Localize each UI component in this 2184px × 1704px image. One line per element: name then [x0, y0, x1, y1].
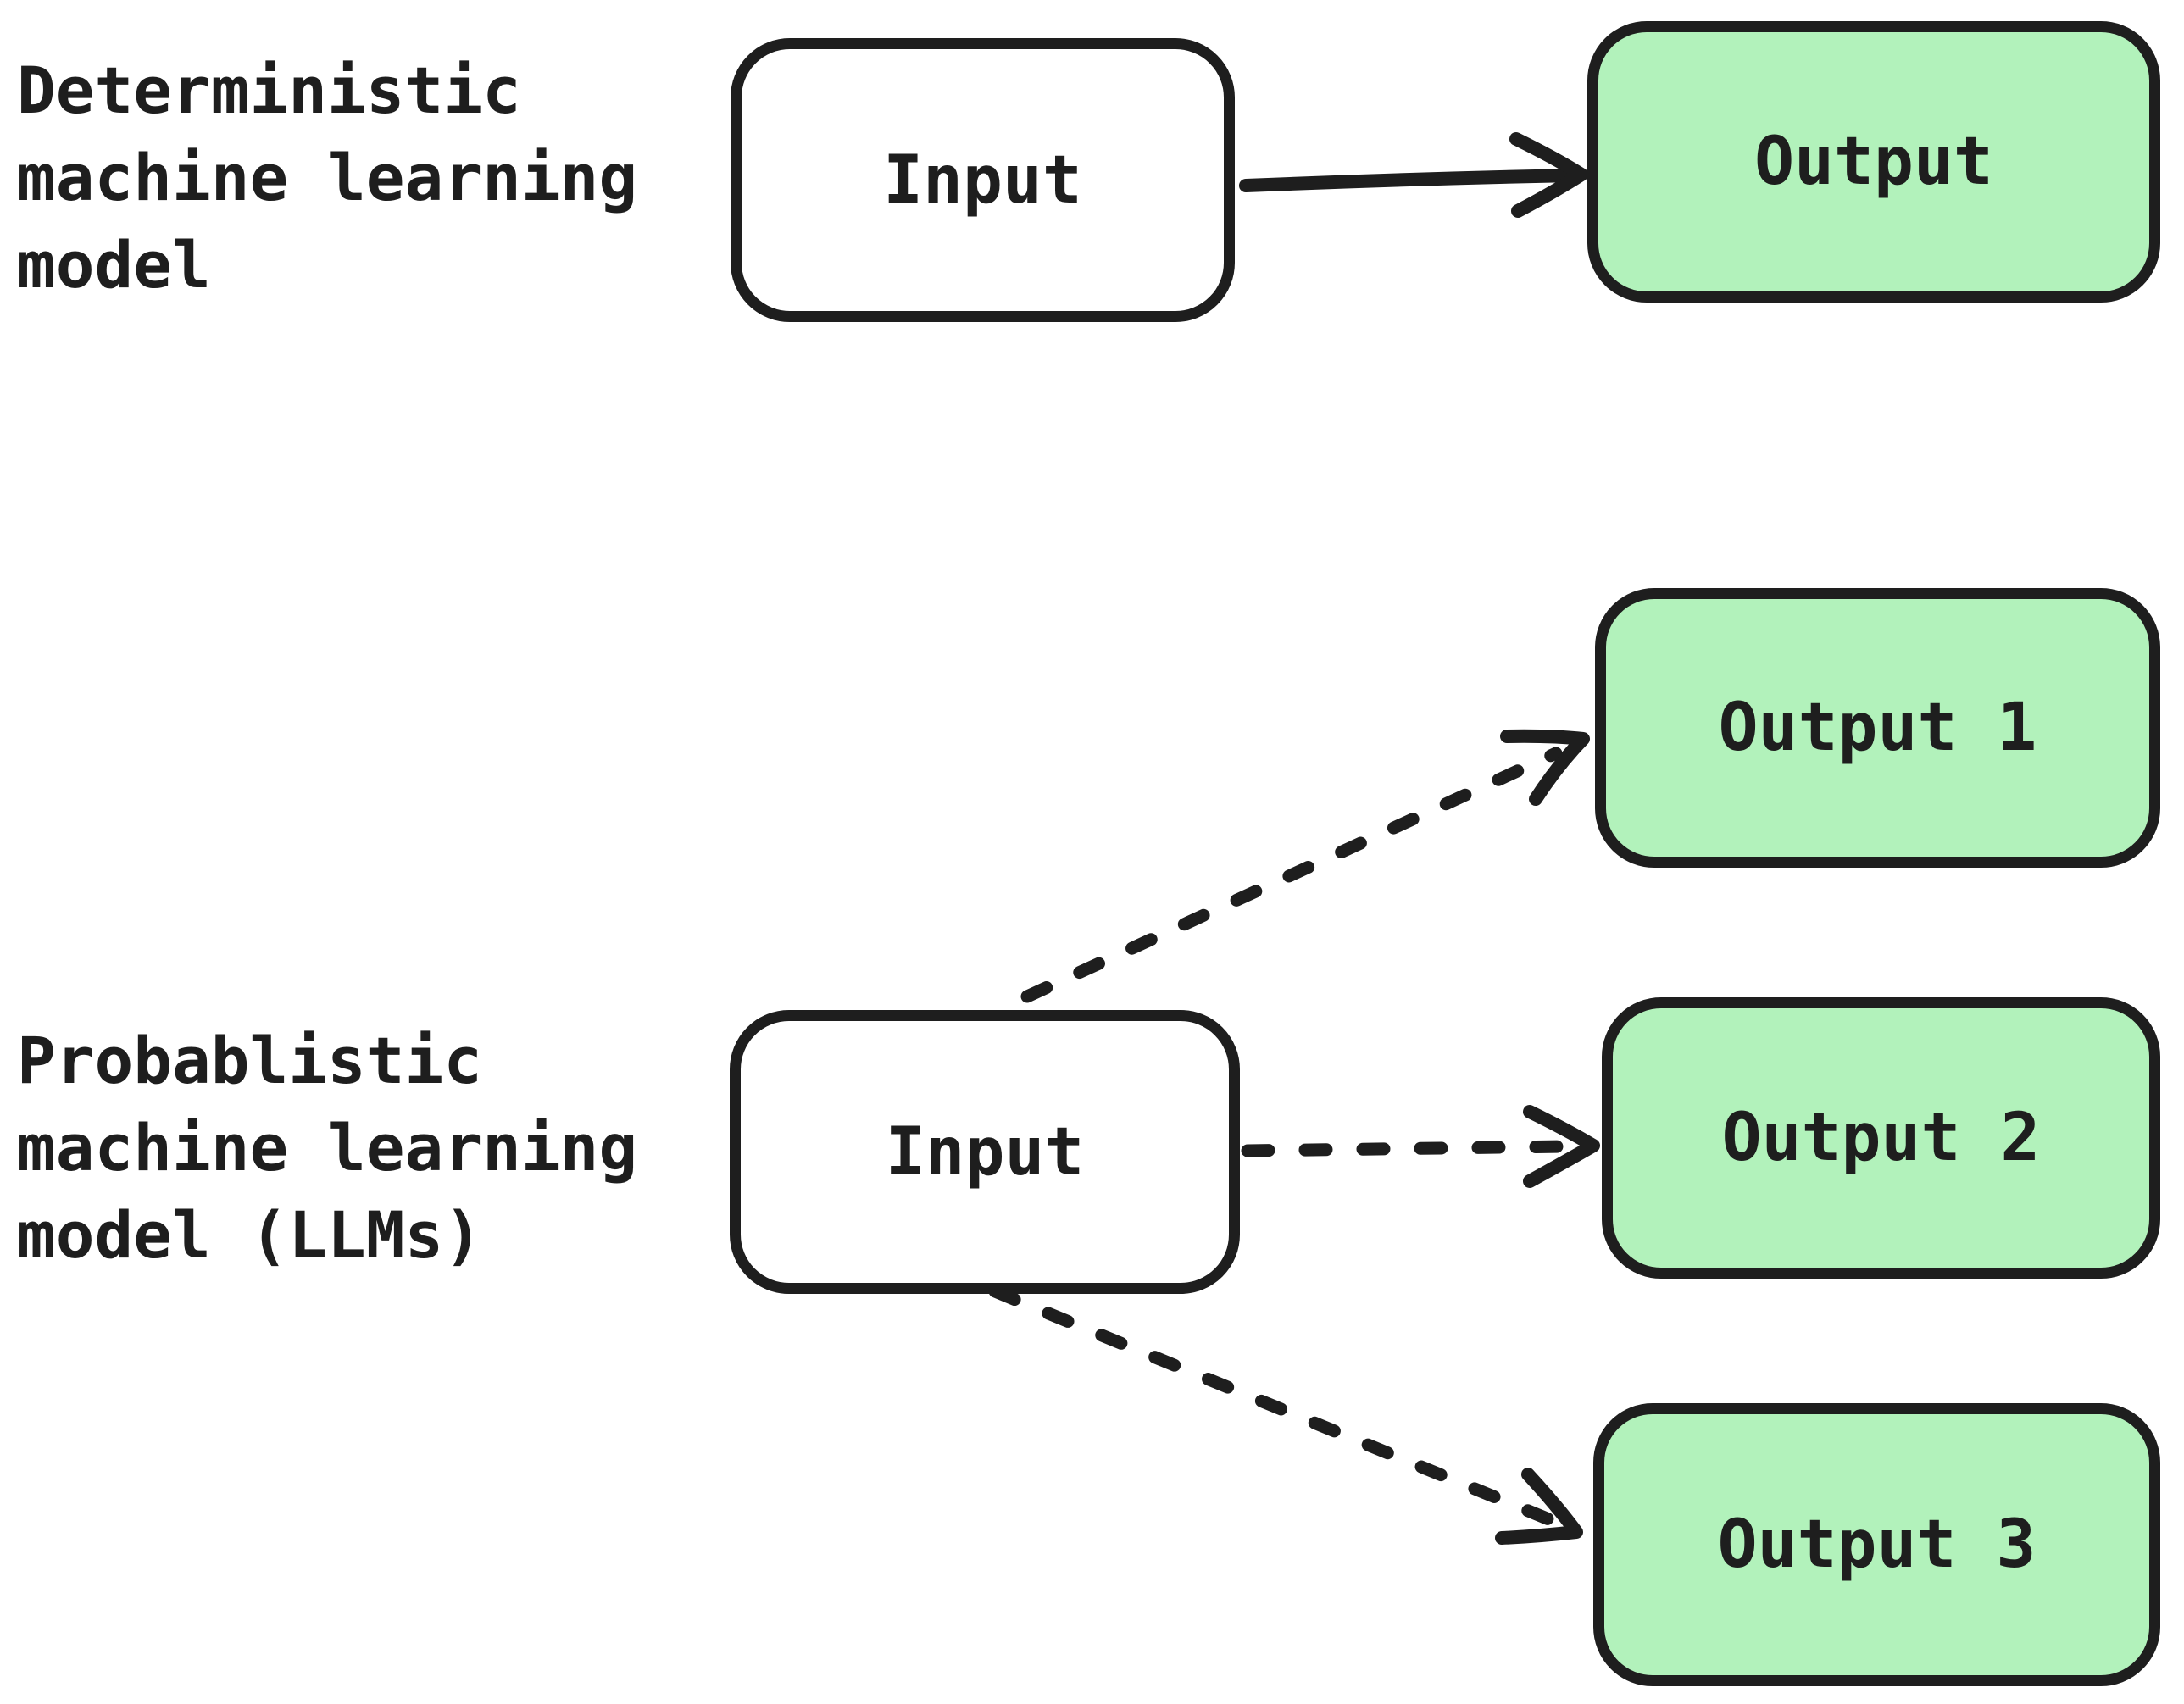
node-input-deterministic: Input	[731, 38, 1235, 322]
arrow-dashed-2-head	[1523, 1105, 1600, 1188]
arrow-solid-input-to-output	[1239, 132, 1588, 218]
node-output-2-label: Output 2	[1721, 1100, 2041, 1176]
arrow-solid-head	[1509, 132, 1588, 218]
arrow-dashed-1-shaft	[1020, 747, 1563, 1003]
arrow-solid-shaft	[1239, 169, 1580, 192]
arrow-dashed-2-shaft	[1241, 1140, 1573, 1157]
arrow-dashed-input-to-output-3	[988, 1285, 1583, 1545]
label-deterministic-model: Deterministic machine learning model	[17, 53, 638, 303]
label-probablistic-model: Probablistic machine learning model (LLM…	[17, 1023, 638, 1273]
arrow-dashed-3-shaft	[988, 1285, 1558, 1527]
node-input-probablistic: Input	[730, 1010, 1240, 1294]
node-input-probablistic-label: Input	[885, 1113, 1085, 1191]
node-input-deterministic-label: Input	[883, 142, 1082, 219]
arrow-dashed-1-head	[1500, 729, 1590, 806]
node-output-deterministic-label: Output	[1754, 124, 1993, 200]
node-output-2: Output 2	[1602, 997, 2160, 1279]
node-output-3-label: Output 3	[1717, 1507, 2037, 1583]
arrow-dashed-input-to-output-2	[1241, 1105, 1600, 1188]
node-output-3: Output 3	[1593, 1403, 2160, 1686]
node-output-deterministic: Output	[1587, 21, 2160, 303]
arrow-dashed-3-head	[1495, 1468, 1583, 1545]
arrow-dashed-input-to-output-1	[1020, 729, 1590, 1003]
node-output-1-label: Output 1	[1718, 690, 2037, 766]
node-output-1: Output 1	[1595, 588, 2160, 868]
